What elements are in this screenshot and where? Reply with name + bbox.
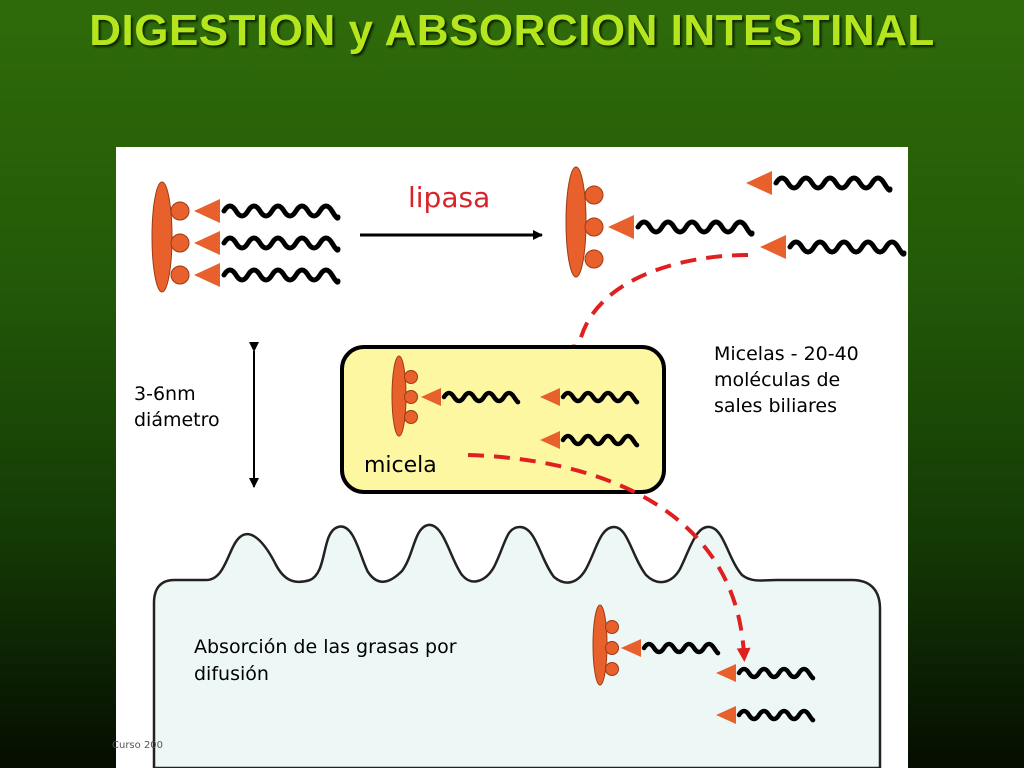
glycerol-head xyxy=(584,249,604,269)
glycerol-head xyxy=(605,620,619,634)
ester-arrowhead xyxy=(194,199,220,223)
fatty-acid-chain xyxy=(635,219,755,237)
free-fatty-acid xyxy=(716,706,816,724)
intestinal-cell xyxy=(152,523,882,768)
free-fatty-acid xyxy=(746,171,893,195)
ester-arrowhead xyxy=(716,706,736,724)
micela-label: micela xyxy=(364,453,437,478)
fatty-acid-chain xyxy=(560,433,640,448)
glycerol-backbone xyxy=(592,604,608,686)
ester-arrowhead xyxy=(540,431,560,449)
monoglyceride-molecule xyxy=(592,604,721,686)
monoglyceride-molecule xyxy=(565,166,755,278)
glycerol-head xyxy=(170,201,190,221)
glycerol-head xyxy=(605,641,619,655)
dashed-arrow-to-micelle xyxy=(571,253,749,359)
micelas-description: Micelas - 20-40 xyxy=(714,343,859,365)
fatty-acid-chain xyxy=(221,203,341,221)
glycerol-head xyxy=(404,390,418,404)
diagram-panel: lipasa 3-6nm diámetro xyxy=(116,147,908,768)
glycerol-head xyxy=(404,370,418,384)
free-fatty-acid xyxy=(716,664,816,682)
fatty-acid-chain xyxy=(736,708,816,723)
ester-arrowhead xyxy=(760,235,786,259)
glycerol-backbone xyxy=(151,181,173,293)
ester-arrowhead xyxy=(608,215,634,239)
glycerol-head xyxy=(170,265,190,285)
fatty-acid-chain xyxy=(441,390,521,405)
glycerol-head xyxy=(170,233,190,253)
fatty-acid-chain xyxy=(221,235,341,253)
glycerol-head xyxy=(404,410,418,424)
diagram-canvas: lipasa 3-6nm diámetro xyxy=(134,166,907,768)
fatty-acid-chain xyxy=(560,390,640,405)
footer-fragment: Curso 200 xyxy=(112,740,164,751)
diameter-label: diámetro xyxy=(134,409,220,431)
ester-arrowhead xyxy=(716,664,736,682)
triglyceride-molecule xyxy=(151,181,341,293)
micelas-description: moléculas de xyxy=(714,369,840,391)
glycerol-head xyxy=(605,662,619,676)
ester-arrowhead xyxy=(194,231,220,255)
ester-arrowhead xyxy=(540,388,560,406)
dashed-arrow-to-cell xyxy=(467,453,751,662)
ester-arrowhead xyxy=(746,171,772,195)
slide-title: DIGESTION y ABSORCION INTESTINAL xyxy=(89,6,935,55)
glycerol-backbone xyxy=(565,166,587,278)
glycerol-backbone xyxy=(391,355,407,437)
monoglyceride-molecule xyxy=(391,355,521,437)
ester-arrowhead xyxy=(421,388,441,406)
fatty-acid-chain xyxy=(221,267,341,285)
fatty-acid-chain xyxy=(787,239,907,257)
absorption-label: difusión xyxy=(194,663,269,685)
free-fatty-acid xyxy=(760,235,907,259)
glycerol-head xyxy=(584,185,604,205)
micelas-description: sales biliares xyxy=(714,395,837,417)
lipasa-label: lipasa xyxy=(408,181,490,214)
diameter-label: 3-6nm xyxy=(134,383,196,405)
fatty-acid-chain xyxy=(641,641,721,656)
fatty-acid-chain xyxy=(773,175,893,193)
glycerol-head xyxy=(584,217,604,237)
free-fatty-acid xyxy=(540,388,640,406)
absorption-label: Absorción de las grasas por xyxy=(194,636,457,658)
free-fatty-acid xyxy=(540,431,640,449)
fatty-acid-chain xyxy=(736,666,816,681)
ester-arrowhead xyxy=(621,639,641,657)
micelle-container xyxy=(340,345,666,494)
ester-arrowhead xyxy=(194,263,220,287)
